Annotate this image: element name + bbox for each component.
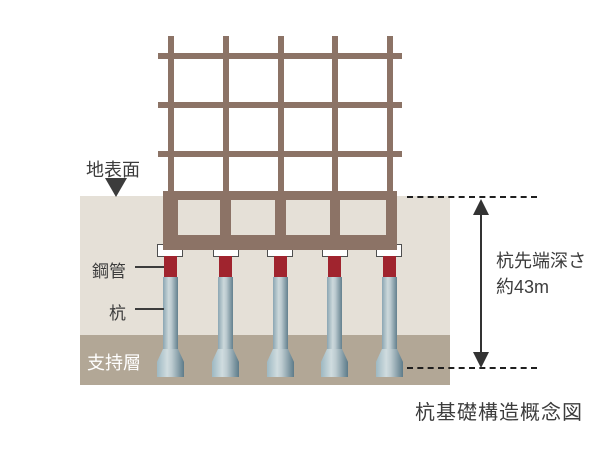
depth-reference-line-bottom bbox=[407, 367, 537, 369]
pile-tip-depth-line2: 約43m bbox=[496, 277, 550, 297]
building-column bbox=[387, 36, 393, 192]
steel-pipe-section bbox=[164, 256, 177, 277]
foundation-opening bbox=[340, 200, 386, 235]
diagram-caption: 杭基礎構造概念図 bbox=[415, 402, 583, 424]
bearing-layer-label: 支持層 bbox=[87, 353, 141, 373]
pile bbox=[376, 256, 403, 377]
pile-leader-line bbox=[135, 308, 164, 310]
steel-pipe-section bbox=[274, 256, 287, 277]
pile-base bbox=[212, 349, 239, 377]
pile bbox=[267, 256, 294, 377]
ground-surface-label: 地表面 bbox=[86, 160, 140, 180]
pile-base bbox=[267, 349, 294, 377]
steel-pipe-section bbox=[383, 256, 396, 277]
pile-base bbox=[157, 349, 184, 377]
pile-shaft bbox=[382, 277, 397, 349]
steel-pipe-section bbox=[328, 256, 341, 277]
pile-tip-depth-label: 杭先端深さ 約43m bbox=[496, 248, 586, 300]
pile-shaft bbox=[273, 277, 288, 349]
pile-shaft bbox=[218, 277, 233, 349]
building-column bbox=[332, 36, 338, 192]
pile-base bbox=[376, 349, 403, 377]
foundation-slab bbox=[163, 191, 397, 250]
building-beam bbox=[158, 151, 402, 157]
steel-pipe-label: 鋼管 bbox=[92, 262, 126, 281]
foundation-opening bbox=[286, 200, 330, 235]
building-beam bbox=[158, 53, 402, 59]
building-column bbox=[223, 36, 229, 192]
building-column bbox=[278, 36, 284, 192]
foundation-opening bbox=[178, 200, 220, 235]
building-beam bbox=[158, 102, 402, 108]
steel-pipe-leader-line bbox=[135, 266, 164, 268]
pile-label: 杭 bbox=[109, 304, 126, 323]
steel-pipe-section bbox=[219, 256, 232, 277]
pile-shaft bbox=[327, 277, 342, 349]
ground-surface-pointer-icon bbox=[105, 178, 127, 197]
pile bbox=[212, 256, 239, 377]
pile-shaft bbox=[163, 277, 178, 349]
depth-dimension-line bbox=[480, 212, 482, 355]
pile bbox=[321, 256, 348, 377]
pile bbox=[157, 256, 184, 377]
pile-tip-depth-line1: 杭先端深さ bbox=[496, 251, 586, 271]
building-column bbox=[168, 36, 174, 192]
arrow-down-icon bbox=[473, 352, 489, 368]
foundation-opening bbox=[231, 200, 275, 235]
arrow-up-icon bbox=[473, 199, 489, 215]
pile-base bbox=[321, 349, 348, 377]
depth-reference-line-top bbox=[407, 196, 537, 198]
